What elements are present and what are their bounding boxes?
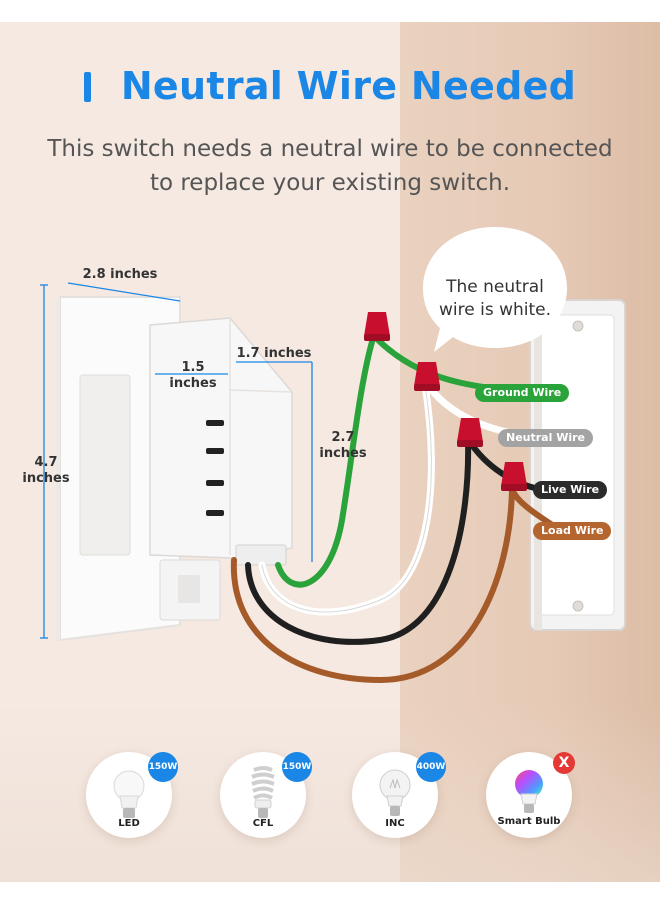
subtitle: This switch needs a neutral wire to be c… (20, 132, 640, 200)
dim-module-height-value: 2.7 (331, 430, 355, 445)
subtitle-line-1: This switch needs a neutral wire to be c… (47, 136, 613, 162)
title-text: Neutral Wire Needed (120, 64, 577, 108)
dimension-lines (40, 282, 313, 639)
dim-module-height: 2.7 inches (316, 430, 370, 462)
dim-height: 4.7 inches (18, 455, 74, 487)
connector-icon (364, 312, 527, 491)
bulb-name-smart: Smart Bulb (497, 816, 561, 827)
callout-line-2: wire is white. (438, 300, 552, 320)
wire-label-ground: Ground Wire (475, 384, 570, 402)
dim-module-height-unit: inches (319, 446, 367, 461)
watt-badge-cfl: 150W (282, 752, 312, 782)
watt-badge-led: 150W (148, 752, 178, 782)
title-bar-icon (83, 72, 91, 102)
wires (230, 332, 563, 684)
watt-badge-inc: 400W (416, 752, 446, 782)
dim-depth: 1.5 inches (164, 360, 222, 392)
bulb-card-inc: INC (352, 752, 438, 838)
callout-line-1: The neutral (446, 277, 544, 297)
page-title: Neutral Wire Needed (0, 64, 660, 108)
bulb-card-led: LED (86, 752, 172, 838)
dim-height-unit: inches (22, 471, 70, 486)
cfl-bulb-icon (251, 766, 275, 818)
not-supported-x-icon: X (553, 752, 575, 774)
wire-label-live: Live Wire (533, 481, 608, 499)
bulb-card-smart: Smart Bulb (486, 752, 572, 838)
incandescent-bulb-icon (379, 769, 411, 816)
dim-module-width: 1.7 inches (236, 346, 312, 361)
bulb-name-cfl: CFL (252, 818, 274, 829)
switch-module-icon (149, 317, 293, 621)
bulb-name-inc: INC (385, 818, 405, 829)
led-bulb-icon (113, 770, 145, 818)
dim-depth-value: 1.5 (181, 360, 205, 375)
wire-label-load: Load Wire (533, 522, 612, 540)
dim-depth-unit: inches (169, 376, 217, 391)
callout-text: The neutral wire is white. (428, 276, 562, 322)
wire-label-neutral: Neutral Wire (498, 429, 593, 447)
subtitle-line-2: to replace your existing switch. (149, 170, 511, 196)
dim-height-value: 4.7 (34, 455, 58, 470)
smart-bulb-icon (515, 770, 543, 813)
bulb-name-led: LED (118, 818, 140, 829)
callout-bubble (423, 227, 567, 352)
dim-plate-width: 2.8 inches (82, 267, 158, 282)
